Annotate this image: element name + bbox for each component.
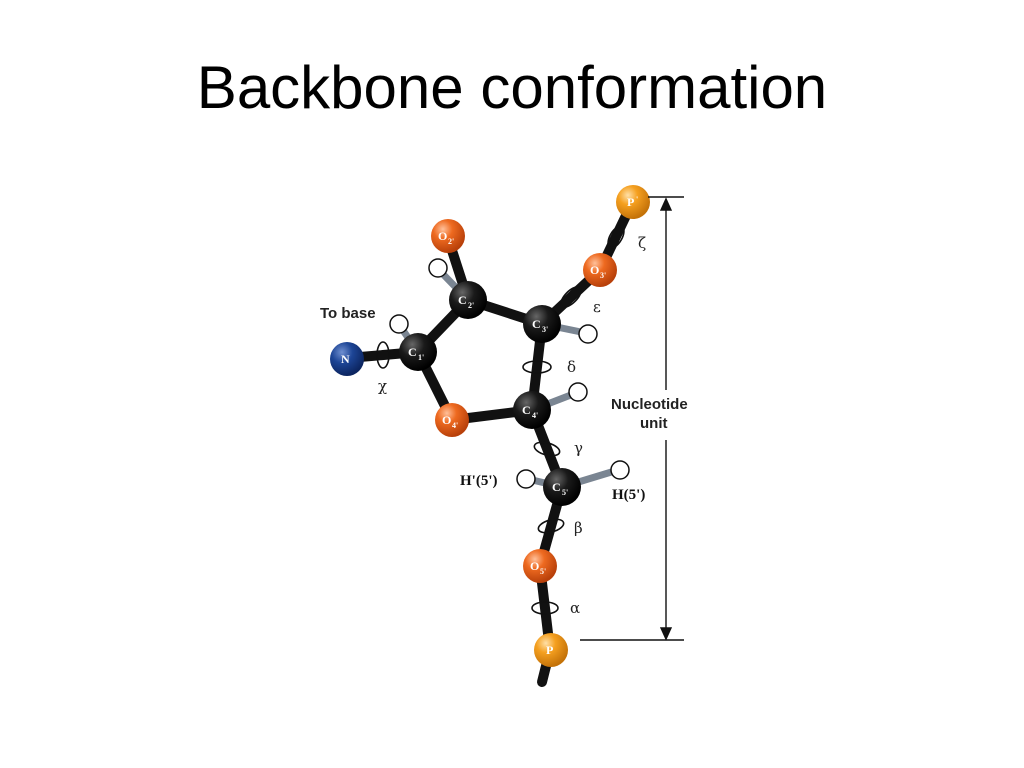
label-h5-prime-prime: H'(5') (460, 473, 498, 489)
h-c2 (428, 258, 448, 278)
svg-text:5': 5' (562, 488, 568, 497)
atom-c5: C 5' (543, 468, 581, 506)
svg-text:C: C (532, 317, 541, 331)
atom-c2: C 2' (449, 281, 487, 319)
atom-o4: O 4' (435, 403, 469, 437)
h-c4 (568, 382, 588, 402)
atom-p-bottom: P (534, 633, 568, 667)
svg-text:2': 2' (468, 301, 474, 310)
nucleotide-unit-bracket (580, 196, 684, 641)
label-h5-prime: H(5') (612, 487, 645, 503)
svg-text:4': 4' (532, 411, 538, 420)
label-nucleotide-unit-line2: unit (640, 415, 668, 432)
svg-text:4': 4' (452, 421, 458, 430)
svg-text:P: P (546, 643, 553, 657)
svg-text:O: O (438, 229, 447, 243)
label-to-base: To base (320, 305, 376, 322)
svg-text:P: P (627, 195, 634, 209)
h-c5-prime-prime (516, 469, 536, 489)
svg-text:1': 1' (418, 353, 424, 362)
svg-text:': ' (636, 195, 638, 204)
svg-text:N: N (341, 352, 350, 366)
svg-text:O: O (590, 263, 599, 277)
torsion-epsilon: ε (593, 298, 601, 316)
atom-c3: C 3' (523, 305, 561, 343)
hydrogen-atoms (389, 258, 630, 489)
slide-title: Backbone conformation (196, 54, 828, 121)
atom-n: N (330, 342, 364, 376)
h-c3 (578, 324, 598, 344)
h-c5-prime (610, 460, 630, 480)
torsion-delta: δ (567, 358, 576, 376)
svg-text:O: O (442, 413, 451, 427)
label-nucleotide-unit-line1: Nucleotide (611, 396, 688, 413)
atom-p-top: P ' (616, 185, 650, 219)
svg-text:2': 2' (448, 237, 454, 246)
svg-text:C: C (552, 480, 561, 494)
atom-c4: C 4' (513, 391, 551, 429)
svg-text:C: C (458, 293, 467, 307)
svg-text:3': 3' (600, 271, 606, 280)
svg-text:O: O (530, 559, 539, 573)
atom-o2: O 2' (431, 219, 465, 253)
torsion-zeta: ζ (638, 234, 646, 252)
atom-c1: C 1' (399, 333, 437, 371)
torsion-alpha: α (570, 599, 580, 617)
atom-o3: O 3' (583, 253, 617, 287)
atom-o5: O 5' (523, 549, 557, 583)
svg-text:5': 5' (540, 567, 546, 576)
svg-text:C: C (408, 345, 417, 359)
torsion-gamma: γ (574, 439, 583, 457)
torsion-arrows (376, 225, 625, 615)
torsion-chi: χ (378, 377, 387, 395)
svg-text:C: C (522, 403, 531, 417)
h-c1 (389, 314, 409, 334)
svg-text:3': 3' (542, 325, 548, 334)
torsion-beta: β (574, 519, 583, 537)
